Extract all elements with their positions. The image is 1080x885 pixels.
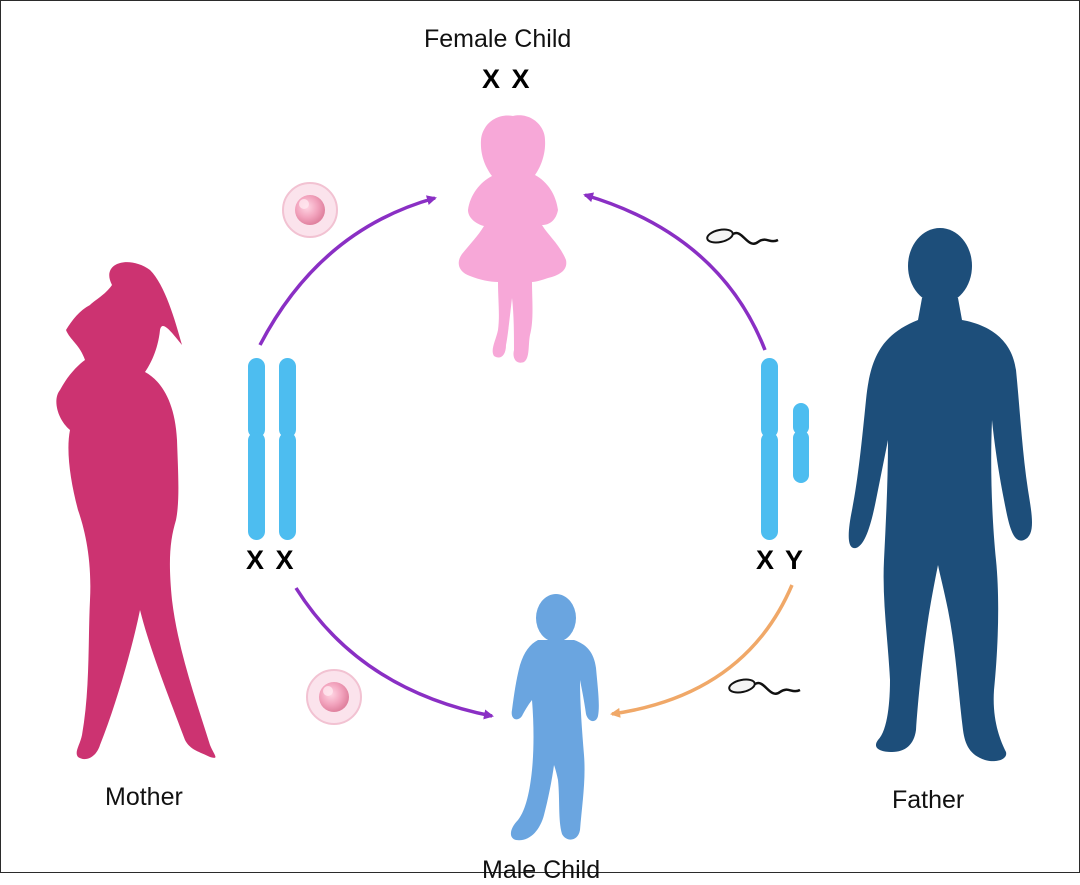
arrow-father-to-female: [583, 192, 767, 351]
father-label: Father: [892, 786, 965, 814]
sperm-cell-icon: [706, 228, 779, 245]
mother-silhouette: [56, 262, 216, 760]
mother-genotype: X X: [246, 545, 296, 575]
father-silhouette: [848, 228, 1032, 762]
father-x-chromosome: [761, 358, 778, 540]
arrow-mother-to-female: [258, 195, 437, 346]
female-child-label: Female Child: [424, 25, 572, 53]
female-child-genotype: X X: [482, 64, 532, 94]
egg-cell-icon: [282, 182, 338, 238]
mother-x-chromosome: [248, 358, 265, 540]
sperm-cell-icon: [728, 678, 801, 695]
egg-cell-icon: [306, 669, 362, 725]
female-child-silhouette: [458, 115, 567, 363]
father-genotype: X Y: [756, 545, 806, 575]
mother-label: Mother: [105, 783, 183, 811]
arrow-father-to-male: [610, 584, 794, 718]
male-child-silhouette: [510, 594, 599, 841]
father-y-chromosome: [793, 403, 809, 483]
male-child-label: Male Child: [482, 856, 601, 884]
arrow-mother-to-male: [294, 587, 494, 720]
mother-x-chromosome: [279, 358, 296, 540]
